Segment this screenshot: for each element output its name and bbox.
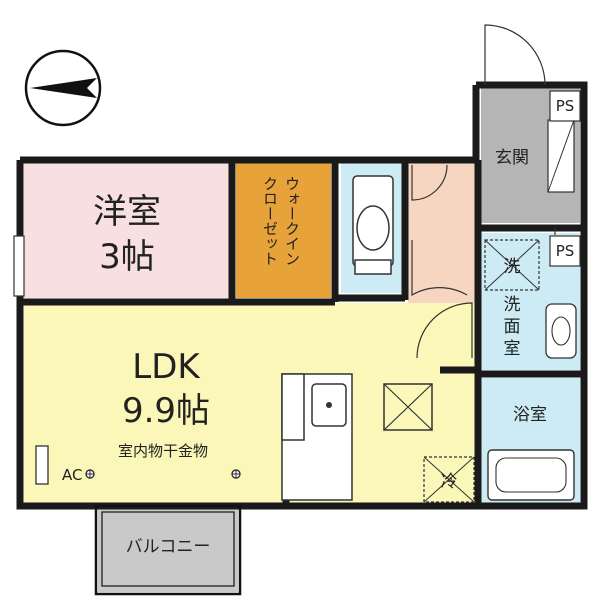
ldk-door (416, 302, 473, 359)
western-room-fill (24, 163, 230, 298)
drying-fixture-label: 室内物干金物 (118, 442, 208, 460)
ldk-name: LDK (132, 347, 201, 387)
north-arrow-icon (30, 78, 97, 98)
walk-in-closet-line2: クローゼット (261, 176, 279, 266)
hallway-fill (408, 163, 476, 315)
washroom-line2: 面 (504, 317, 521, 337)
ps-top-label: PS (556, 97, 575, 115)
ps-wash-label: PS (556, 242, 575, 260)
kitchen-counter (281, 373, 353, 501)
doors (411, 24, 556, 359)
drying-hanger-points (85, 469, 241, 479)
walk-in-closet-line1: ウォークイン (283, 176, 301, 266)
western-room-name: 洋室 (93, 192, 161, 232)
toilet-icon (352, 175, 394, 275)
entrance-name: 玄関 (495, 148, 529, 168)
washroom-line3: 室 (504, 339, 521, 359)
balcony-name: バルコニー (126, 537, 211, 557)
walk-in-closet-fill (236, 163, 331, 298)
ps-box-wash (549, 235, 581, 267)
balcony-inner (101, 511, 235, 587)
ceiling-box (383, 383, 433, 431)
balcony-outline (94, 504, 242, 596)
hall-door (411, 164, 448, 201)
washing-machine-label: 洗 (504, 257, 521, 277)
bathtub-icon (487, 449, 575, 501)
ldk-size: 9.9帖 (122, 391, 210, 431)
ldk-extension-fill (408, 303, 478, 503)
wash-basin-icon (545, 303, 577, 359)
entrance-door (484, 24, 546, 86)
compass-circle (24, 49, 102, 127)
ldk-fill (24, 303, 476, 503)
ps-box-top (549, 90, 581, 122)
ac-unit (35, 445, 49, 485)
bathroom-name: 浴室 (513, 405, 547, 425)
refrigerator-label: 冷 (441, 472, 458, 492)
washing-machine-box (484, 239, 540, 291)
window-west (13, 235, 25, 297)
compass (24, 49, 102, 127)
refrigerator-box (423, 456, 475, 503)
ac-label: AC (62, 466, 82, 484)
toilet-door (411, 240, 468, 297)
balcony-fill (98, 507, 238, 592)
western-room-size: 3帖 (99, 237, 155, 277)
shoe-box (547, 119, 575, 193)
washroom-line1: 洗 (504, 295, 521, 315)
